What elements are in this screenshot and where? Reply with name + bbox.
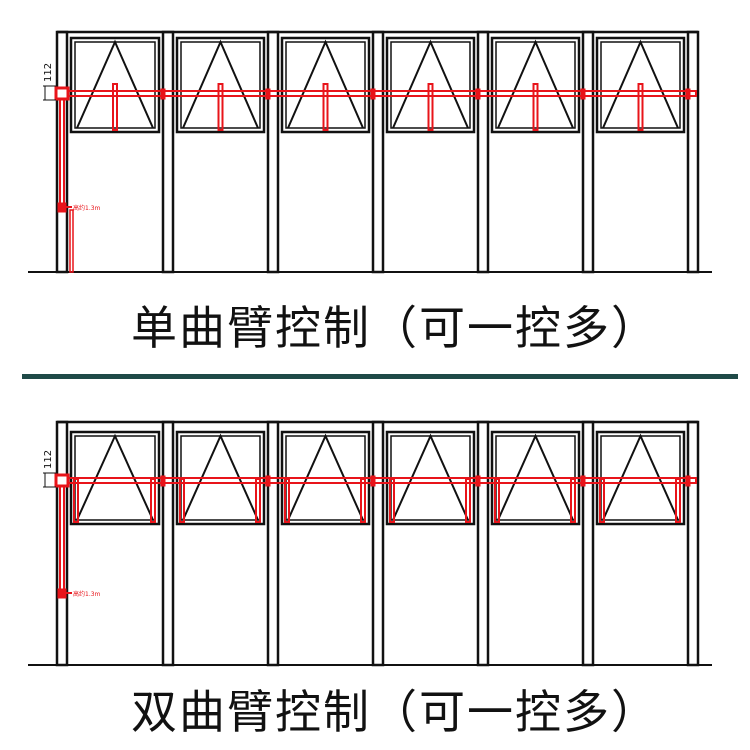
right-chain-arm: [675, 478, 681, 523]
bar-coupler: [265, 475, 271, 487]
opening-direction-triangle: [602, 433, 679, 521]
right-chain-arm: [360, 478, 366, 523]
mullion-post: [55, 420, 69, 667]
operator-gearbox: [54, 473, 70, 488]
opening-direction-triangle: [76, 433, 154, 521]
bar-coupler: [160, 475, 166, 487]
section-divider: [22, 374, 738, 379]
vertical-drive-rod: [59, 485, 65, 593]
mullion-post: [581, 420, 595, 667]
opening-direction-triangle: [182, 433, 259, 521]
opening-direction-triangle: [287, 433, 364, 521]
mullion-post: [476, 30, 490, 274]
single-chain-arm: [217, 83, 224, 131]
opening-direction-triangle: [76, 39, 154, 129]
mullion-post: [581, 30, 595, 274]
opening-direction-triangle: [182, 39, 259, 129]
single-chain-arm: [112, 83, 118, 131]
mullion-post: [476, 420, 490, 667]
crank-handle: [57, 202, 67, 213]
handle-drop-rod: [69, 209, 74, 273]
single-arm-title: 单曲臂控制（可一控多）: [131, 301, 659, 355]
top-hung-window-sash: [490, 36, 581, 134]
single-chain-arm: [637, 83, 644, 131]
mullion-post: [371, 30, 385, 274]
right-chain-arm: [255, 478, 261, 523]
bar-coupler: [580, 475, 586, 487]
bar-coupler: [370, 88, 376, 100]
right-chain-arm: [465, 478, 471, 523]
bar-coupler: [685, 88, 691, 100]
height-note-label: 高约1.3m: [73, 204, 101, 212]
opening-direction-triangle: [602, 39, 679, 129]
bar-coupler: [265, 88, 271, 100]
top-hung-window-sash: [280, 36, 371, 134]
mullion-post: [371, 420, 385, 667]
bar-coupler: [475, 475, 481, 487]
operator-gearbox: [54, 86, 70, 101]
mullion-post: [686, 30, 700, 274]
opening-direction-triangle: [392, 433, 469, 521]
vertical-drive-rod: [59, 98, 65, 207]
mullion-post: [161, 30, 175, 274]
right-chain-arm: [150, 478, 156, 523]
mullion-post: [266, 420, 280, 667]
single-chain-arm: [322, 83, 329, 131]
single-chain-arm: [427, 83, 434, 131]
bar-coupler: [370, 475, 376, 487]
top-hung-window-sash: [385, 36, 476, 134]
opening-direction-triangle: [392, 39, 469, 129]
top-hung-window-sash: [595, 36, 686, 134]
left-chain-arm: [389, 478, 395, 523]
mullion-post: [55, 30, 69, 274]
height-note-label: 高约1.3m: [73, 590, 101, 598]
dimension-label: 112: [43, 450, 54, 469]
opening-direction-triangle: [497, 39, 574, 129]
opening-direction-triangle: [497, 433, 574, 521]
left-chain-arm: [73, 478, 79, 523]
mullion-post: [161, 420, 175, 667]
bar-coupler: [580, 88, 586, 100]
left-chain-arm: [179, 478, 185, 523]
right-chain-arm: [570, 478, 576, 523]
bar-coupler: [475, 88, 481, 100]
mullion-post: [686, 420, 700, 667]
double-arm-title: 双曲臂控制（可一控多）: [131, 685, 659, 739]
dimension-label: 112: [43, 63, 54, 82]
left-chain-arm: [599, 478, 605, 523]
left-chain-arm: [284, 478, 290, 523]
top-hung-window-sash: [175, 36, 266, 134]
bar-coupler: [160, 88, 166, 100]
crank-handle: [57, 588, 67, 599]
single-chain-arm: [532, 83, 539, 131]
opening-direction-triangle: [287, 39, 364, 129]
bar-coupler: [685, 475, 691, 487]
mullion-post: [266, 30, 280, 274]
top-hung-window-sash: [69, 36, 161, 134]
left-chain-arm: [494, 478, 500, 523]
